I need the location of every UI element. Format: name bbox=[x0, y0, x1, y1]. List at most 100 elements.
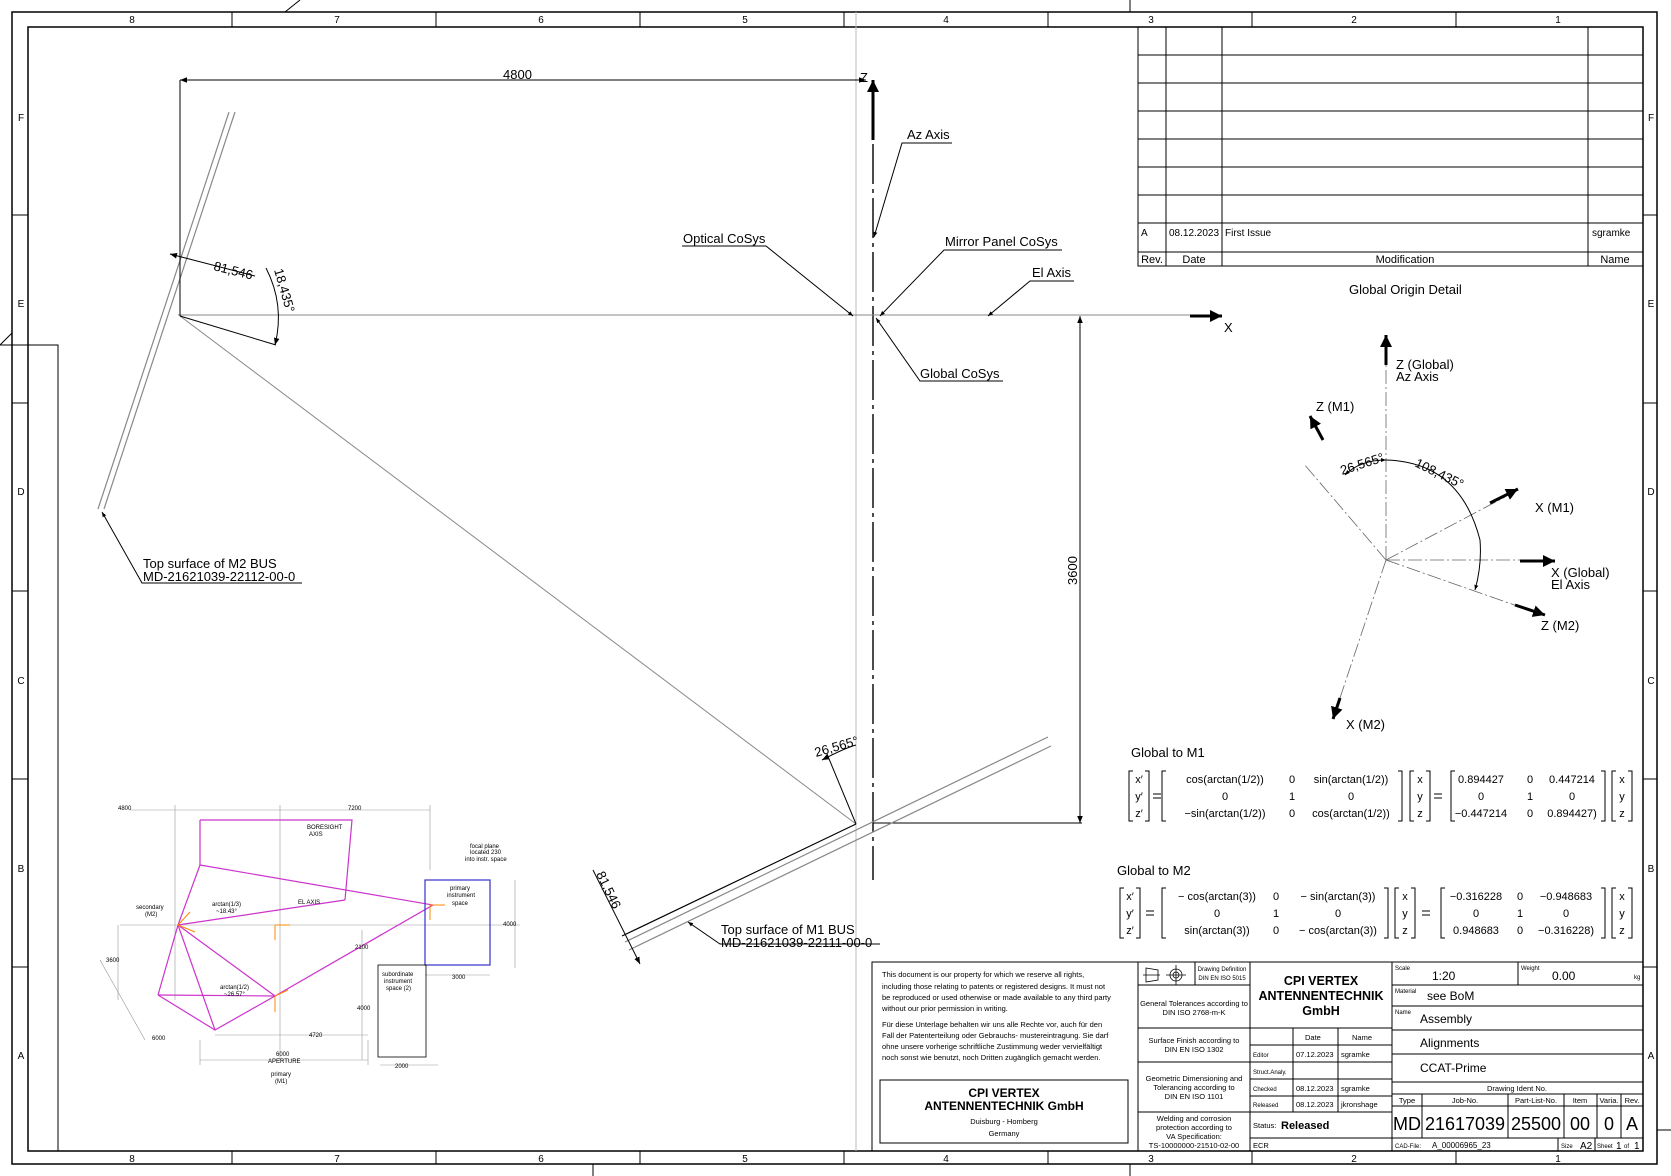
row-label: E bbox=[18, 299, 25, 310]
vector-entry: z bbox=[1619, 808, 1625, 820]
row-label: F bbox=[18, 113, 24, 124]
surface-finish: DIN EN ISO 1302 bbox=[1164, 1045, 1223, 1054]
inset-label: subordinate bbox=[382, 972, 414, 978]
item-header: Item bbox=[1573, 1096, 1588, 1105]
title-block: This document is our property for which … bbox=[871, 961, 1644, 1152]
inset-label: EL AXIS bbox=[298, 900, 320, 906]
matrix-entry: − sin(arctan(3)) bbox=[1301, 891, 1376, 903]
inset-label: 4000 bbox=[357, 1006, 371, 1012]
legal-text: Fall der Patenterteilung oder Gebrauchs-… bbox=[882, 1031, 1109, 1040]
matrix-global-to-m2: Global to M2 x′ y′ z′ − cos(arctan(3)) 0… bbox=[1117, 863, 1633, 939]
column-header-name: Name bbox=[1352, 1033, 1372, 1042]
revision-letter: A bbox=[1141, 228, 1148, 239]
column-label: 6 bbox=[538, 15, 544, 26]
sheet-value: 1 bbox=[1616, 1141, 1622, 1152]
welding-spec: TS-10000000-21510-02-00 bbox=[1149, 1141, 1239, 1150]
inset-label: space (2) bbox=[386, 986, 411, 992]
material-label: Material bbox=[1395, 989, 1416, 995]
of-value: 1 bbox=[1634, 1141, 1640, 1152]
of-label: of bbox=[1624, 1144, 1629, 1150]
checked-name: sgramke bbox=[1341, 1084, 1370, 1093]
vector-entry: x bbox=[1417, 774, 1423, 786]
legal-text: noch sonst wie benutzt, noch Dritten zug… bbox=[882, 1053, 1100, 1062]
drawing-name: Alignments bbox=[1420, 1036, 1479, 1050]
job-no-header: Job-No. bbox=[1452, 1096, 1478, 1105]
drawing-definition: Drawing Definition bbox=[1198, 967, 1247, 973]
gdt-standard: DIN EN ISO 1101 bbox=[1165, 1092, 1224, 1101]
cad-file-label: CAD-File: bbox=[1395, 1144, 1421, 1150]
matrix-entry: cos(arctan(1/2)) bbox=[1186, 774, 1264, 786]
inset-label: ~26.57° bbox=[224, 992, 246, 998]
vector-entry: y bbox=[1402, 908, 1408, 920]
vector-entry: z bbox=[1619, 925, 1625, 937]
matrix-m2-title: Global to M2 bbox=[1117, 863, 1191, 878]
matrix-entry: 0 bbox=[1289, 774, 1295, 786]
weight-label: Weight bbox=[1521, 966, 1540, 972]
drawing-name: Assembly bbox=[1420, 1012, 1472, 1026]
vector-entry: x bbox=[1402, 891, 1408, 903]
column-label: 7 bbox=[334, 15, 340, 26]
material-value: see BoM bbox=[1427, 989, 1474, 1003]
type-header: Type bbox=[1399, 1096, 1415, 1105]
z-global-label: Z (Global) bbox=[1396, 357, 1454, 372]
checked-label: Checked bbox=[1253, 1087, 1277, 1093]
vector-entry: z bbox=[1417, 808, 1423, 820]
column-label: 1 bbox=[1555, 1154, 1561, 1165]
struct-label: Struct.Analy. bbox=[1253, 1070, 1287, 1076]
drawing-name: CCAT-Prime bbox=[1420, 1061, 1487, 1075]
matrix-entry: 1 bbox=[1273, 908, 1279, 920]
column-label: 3 bbox=[1148, 15, 1154, 26]
column-label: 3 bbox=[1148, 1154, 1154, 1165]
type-value: MD bbox=[1393, 1114, 1421, 1134]
part-list-value: 25500 bbox=[1511, 1114, 1561, 1134]
vector-entry: x bbox=[1619, 774, 1625, 786]
inset-label: 2000 bbox=[395, 1064, 409, 1070]
ecr-label: ECR bbox=[1253, 1141, 1269, 1150]
vector-entry: z′ bbox=[1126, 925, 1134, 937]
mirror-panel-cosys-label: Mirror Panel CoSys bbox=[945, 234, 1058, 249]
inset-label: BORESIGHT bbox=[307, 825, 343, 831]
legal-text: including those relating to patents or r… bbox=[882, 982, 1106, 991]
dimension-3600: 3600 bbox=[1065, 556, 1080, 585]
angle-108435-label: 108,435° bbox=[1413, 455, 1466, 491]
x-m2-label: X (M2) bbox=[1346, 717, 1385, 732]
vector-entry: x′ bbox=[1135, 774, 1143, 786]
matrix-entry: −0.316228) bbox=[1538, 925, 1594, 937]
matrix-entry: 0.447214 bbox=[1549, 774, 1595, 786]
sheet-label: Sheet bbox=[1597, 1144, 1613, 1150]
matrix-entry: 1 bbox=[1289, 791, 1295, 803]
general-tolerances: General Tolerances according to bbox=[1140, 999, 1248, 1008]
matrix-entry: 1 bbox=[1527, 791, 1533, 803]
company-logo-text: CPI VERTEX bbox=[1284, 974, 1359, 988]
matrix-entry: 0 bbox=[1348, 791, 1354, 803]
detail-title: Global Origin Detail bbox=[1349, 282, 1462, 297]
column-label: 4 bbox=[943, 15, 949, 26]
x-axis-label: X bbox=[1224, 320, 1233, 335]
job-no-value: 21617039 bbox=[1425, 1114, 1505, 1134]
company-country: Germany bbox=[989, 1129, 1020, 1138]
matrix-m1-title: Global to M1 bbox=[1131, 745, 1205, 760]
inset-label: arctan(1/2) bbox=[220, 985, 249, 991]
legal-text: This document is our property for which … bbox=[882, 970, 1084, 979]
matrix-entry: 0 bbox=[1273, 925, 1279, 937]
matrix-entry: 0 bbox=[1214, 908, 1220, 920]
column-label: 8 bbox=[129, 15, 135, 26]
legal-text: be reproduced or used otherwise or made … bbox=[882, 993, 1111, 1002]
inset-label: primary bbox=[450, 886, 470, 892]
column-label: 6 bbox=[538, 1154, 544, 1165]
matrix-entry: sin(arctan(3)) bbox=[1184, 925, 1249, 937]
matrix-entry: − cos(arctan(3)) bbox=[1299, 925, 1377, 937]
vector-entry: y bbox=[1417, 791, 1423, 803]
company-logo-text: GmbH bbox=[1302, 1004, 1340, 1018]
x-m1-arrow bbox=[1489, 487, 1519, 505]
vector-entry: y′ bbox=[1126, 908, 1134, 920]
matrix-entry: 0.948683 bbox=[1453, 925, 1499, 937]
row-label: B bbox=[18, 864, 25, 875]
revision-header-modification: Modification bbox=[1376, 254, 1435, 266]
vector-entry: z′ bbox=[1135, 808, 1143, 820]
editor-name: sgramke bbox=[1341, 1050, 1370, 1059]
company-logo-text: ANTENNENTECHNIK bbox=[1259, 989, 1384, 1003]
drawing-ident-label: Drawing Ident No. bbox=[1487, 1084, 1547, 1093]
